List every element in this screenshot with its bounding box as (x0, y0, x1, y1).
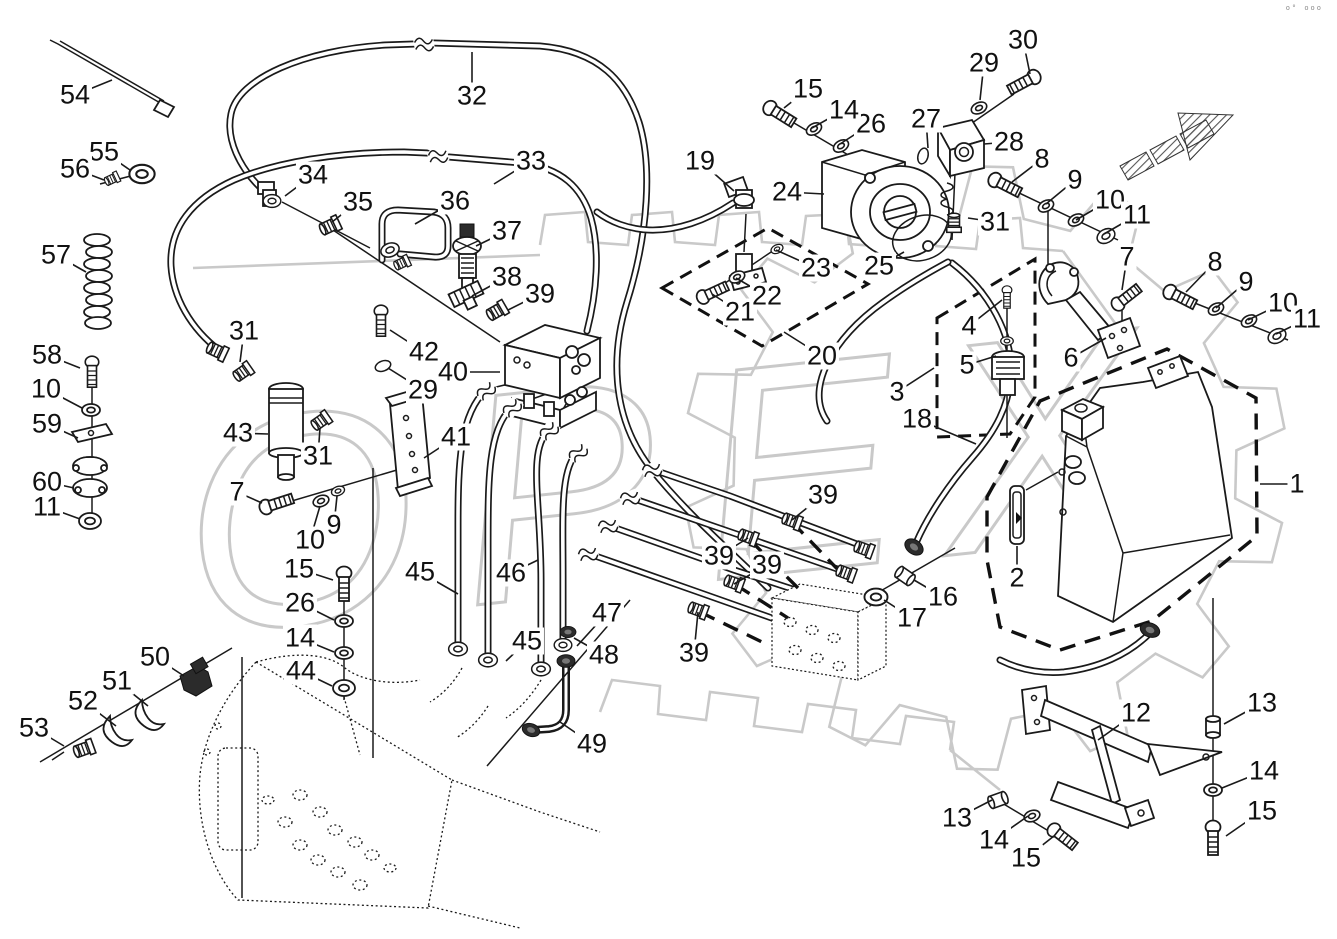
valve-block-dotted (699, 520, 888, 681)
clamp-51 (134, 697, 167, 731)
sight-glass-2 (1009, 485, 1025, 545)
spring-31 (940, 182, 954, 216)
hose-18 (815, 258, 1015, 547)
clamp-52 (102, 713, 135, 747)
mounting-plate-dotted (198, 654, 601, 929)
corner-mark: o° ooo (1285, 4, 1323, 12)
u-pipe-36 (378, 206, 452, 264)
coil-hose-57 (83, 233, 113, 330)
hose-tank-bottom (996, 629, 1154, 676)
hose-32 (226, 39, 772, 592)
clamp-59 (70, 422, 114, 444)
valve-block-40 (502, 324, 603, 430)
o-ring-29 (374, 359, 392, 373)
dashed-border-1 (985, 347, 1259, 652)
bracket-12 (1021, 684, 1223, 830)
cable-tie-54 (49, 39, 163, 105)
oil-tank (1057, 354, 1233, 624)
breather-assembly (991, 350, 1025, 396)
block-28 (916, 118, 986, 216)
filter-43 (268, 382, 304, 481)
cable-tie-head (152, 98, 176, 119)
elbow-19-group (723, 175, 768, 292)
bracket-6 (1038, 261, 1142, 360)
gear-watermark (192, 164, 1286, 792)
t-fitting-38 (447, 279, 485, 311)
left-small-parts (49, 39, 213, 761)
direction-arrow (1119, 112, 1235, 181)
hose-19 (593, 199, 737, 234)
elbow-50 (179, 656, 213, 697)
clamp-60 (72, 456, 108, 498)
cartridge-37 (452, 223, 482, 292)
dashed-box-20 (658, 226, 872, 348)
dashed-box-3 (935, 256, 1037, 439)
gear-pump (821, 149, 953, 262)
